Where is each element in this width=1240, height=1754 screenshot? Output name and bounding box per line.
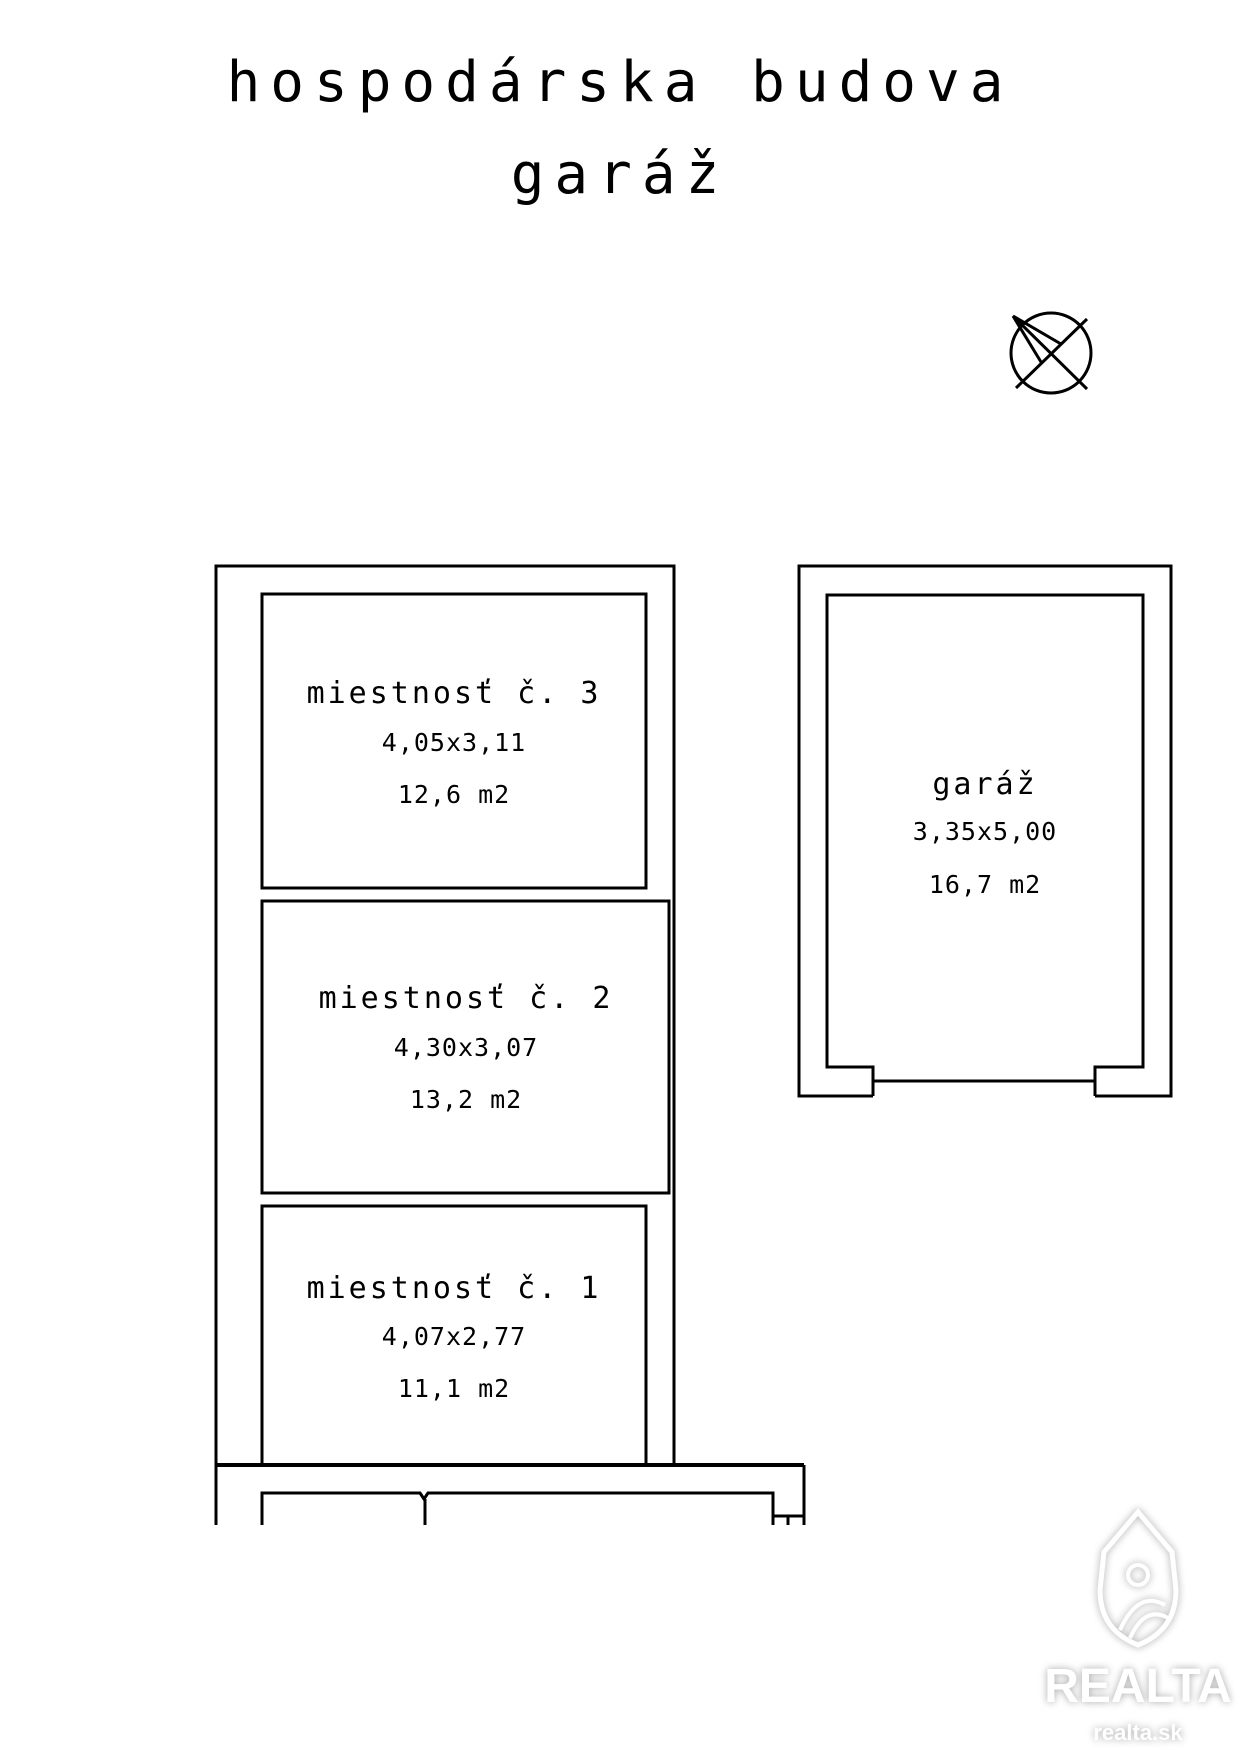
watermark-site: realta.sk [1093, 1720, 1183, 1745]
title-line-1: hospodárska budova [227, 50, 1014, 115]
watermark-brand: REALTA [1044, 1660, 1232, 1713]
main-building-walls [214, 564, 806, 1525]
north-arrow-icon [1009, 311, 1093, 395]
garage-name: garáž [932, 767, 1037, 802]
room-2-name: miestnosť č. 2 [319, 981, 614, 1016]
garage-dims: 3,35x5,00 [913, 817, 1057, 846]
room-3 [260, 592, 648, 890]
room-2-area: 13,2 m2 [410, 1085, 522, 1114]
room-3-name: miestnosť č. 3 [307, 676, 602, 711]
room-1 [260, 1204, 648, 1465]
garage-area: 16,7 m2 [929, 870, 1041, 899]
room-1-dims: 4,07x2,77 [382, 1322, 526, 1351]
room-1-area: 11,1 m2 [398, 1374, 510, 1403]
room-3-area: 12,6 m2 [398, 780, 510, 809]
room-1-name: miestnosť č. 1 [307, 1271, 602, 1306]
realta-logo: REALTA realta.sk [1044, 1508, 1232, 1745]
room-2-dims: 4,30x3,07 [394, 1033, 538, 1062]
room-3-dims: 4,05x3,11 [382, 728, 526, 757]
title-line-2: garáž [511, 142, 730, 207]
garage-walls [797, 564, 1173, 1098]
room-2 [260, 899, 671, 1195]
